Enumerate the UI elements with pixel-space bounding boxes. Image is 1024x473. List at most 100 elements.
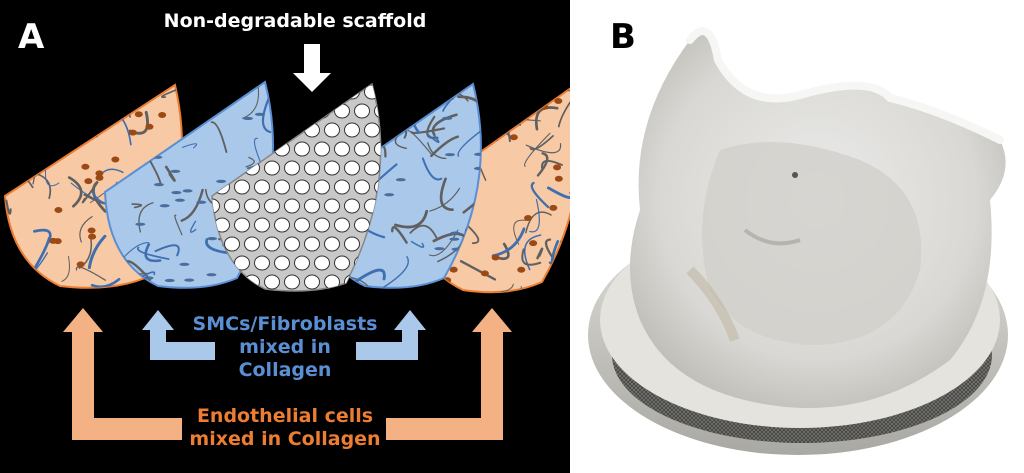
collagen-fiber bbox=[61, 255, 71, 282]
collagen-fiber bbox=[35, 85, 62, 122]
scaffold-pore bbox=[374, 141, 381, 157]
scaffold-pore bbox=[354, 141, 370, 157]
scaffold-pore bbox=[344, 122, 360, 138]
scaffold-pore bbox=[344, 236, 360, 252]
scaffold-pore bbox=[264, 236, 280, 252]
cell bbox=[384, 193, 395, 197]
cell bbox=[184, 278, 195, 282]
collagen-fiber bbox=[517, 92, 533, 110]
collagen-fiber bbox=[37, 85, 53, 112]
cell bbox=[254, 112, 265, 116]
collagen-fiber bbox=[407, 130, 433, 156]
collagen-fiber bbox=[429, 88, 453, 93]
smc-label-line-3: Collagen bbox=[238, 359, 332, 382]
collagen-fiber bbox=[529, 135, 554, 151]
scaffold-pore bbox=[304, 274, 320, 290]
scaffold-pore bbox=[294, 103, 310, 119]
collagen-fiber bbox=[410, 240, 425, 248]
cell bbox=[207, 237, 218, 241]
endothelial-arrow-left bbox=[63, 308, 182, 440]
scaffold-pore bbox=[324, 236, 340, 252]
collagen-fiber bbox=[457, 124, 481, 157]
cell bbox=[442, 116, 453, 120]
heart-valve-photo bbox=[588, 27, 1008, 455]
collagen-fiber bbox=[329, 84, 343, 93]
collagen-fiber bbox=[421, 157, 443, 181]
collagen-fiber bbox=[239, 284, 260, 288]
collagen-fiber bbox=[6, 249, 12, 285]
collagen-fiber bbox=[427, 142, 447, 160]
collagen-fiber bbox=[391, 226, 408, 244]
collagen-fiber bbox=[105, 87, 114, 110]
smc-arrow-right bbox=[356, 310, 426, 360]
collagen-fiber bbox=[354, 268, 386, 283]
collagen-fiber bbox=[479, 127, 499, 138]
scaffold-pore bbox=[304, 198, 320, 214]
collagen-fiber bbox=[412, 90, 424, 114]
collagen-fiber bbox=[137, 246, 170, 260]
scaffold-pore bbox=[294, 179, 310, 195]
scaffold-pore bbox=[284, 274, 300, 290]
collagen-fiber bbox=[394, 209, 429, 229]
scaffold-pore bbox=[294, 141, 310, 157]
cell bbox=[535, 100, 544, 107]
collagen-fiber bbox=[387, 97, 405, 111]
cell bbox=[49, 148, 58, 155]
scaffold-pore bbox=[212, 198, 220, 214]
scaffold-pore bbox=[334, 217, 350, 233]
panel-a-label: A bbox=[18, 17, 45, 57]
valve-commissure-edge bbox=[686, 27, 1004, 144]
scaffold-pore bbox=[314, 179, 330, 195]
scaffold-pore bbox=[224, 198, 240, 214]
collagen-fiber bbox=[79, 216, 93, 243]
cell bbox=[473, 166, 481, 171]
scaffold-pore bbox=[284, 84, 300, 100]
scaffold-down-arrow bbox=[293, 44, 331, 92]
cell bbox=[431, 98, 440, 105]
collagen-fiber bbox=[546, 186, 570, 199]
collagen-fiber bbox=[498, 242, 510, 261]
collagen-fiber bbox=[466, 224, 480, 245]
cell bbox=[434, 247, 445, 251]
collagen-fiber bbox=[410, 127, 446, 135]
collagen-fiber bbox=[491, 103, 507, 130]
collagen-fiber bbox=[182, 143, 198, 149]
cell bbox=[84, 178, 93, 185]
cell bbox=[159, 204, 170, 208]
scaffold-pore bbox=[334, 141, 350, 157]
collagen-fiber bbox=[429, 187, 461, 212]
scaffold-pore bbox=[385, 123, 400, 137]
scaffold-pore bbox=[294, 217, 310, 233]
collagen-fiber bbox=[439, 177, 454, 212]
collagen-fiber bbox=[5, 275, 22, 288]
collagen-fiber bbox=[489, 100, 522, 126]
scaffold-pore bbox=[324, 122, 340, 138]
collagen-fiber bbox=[67, 176, 83, 208]
collagen-fiber bbox=[548, 261, 568, 293]
cell bbox=[191, 112, 202, 116]
scaffold-pore bbox=[284, 160, 300, 176]
collagen-fiber bbox=[491, 118, 502, 130]
collagen-fiber bbox=[375, 91, 401, 117]
collagen-fiber bbox=[182, 82, 208, 88]
scaffold-pore bbox=[244, 236, 260, 252]
collagen-fiber bbox=[54, 85, 69, 110]
collagen-fiber bbox=[110, 91, 136, 109]
scaffold-pore bbox=[354, 103, 370, 119]
scaffold-pore bbox=[234, 255, 250, 271]
scaffold-pore bbox=[284, 198, 300, 214]
cell bbox=[549, 204, 558, 211]
collagen-fiber bbox=[530, 181, 550, 209]
cell bbox=[449, 266, 458, 273]
cell bbox=[88, 233, 97, 240]
collagen-fiber bbox=[44, 165, 60, 187]
collagen-fiber bbox=[431, 113, 458, 137]
cell bbox=[145, 123, 154, 130]
cell bbox=[216, 179, 227, 183]
valve-coaptation-line bbox=[743, 228, 801, 246]
cell bbox=[65, 97, 74, 104]
cell bbox=[491, 254, 500, 261]
collagen-fiber bbox=[459, 259, 497, 281]
scaffold-pore bbox=[294, 255, 310, 271]
